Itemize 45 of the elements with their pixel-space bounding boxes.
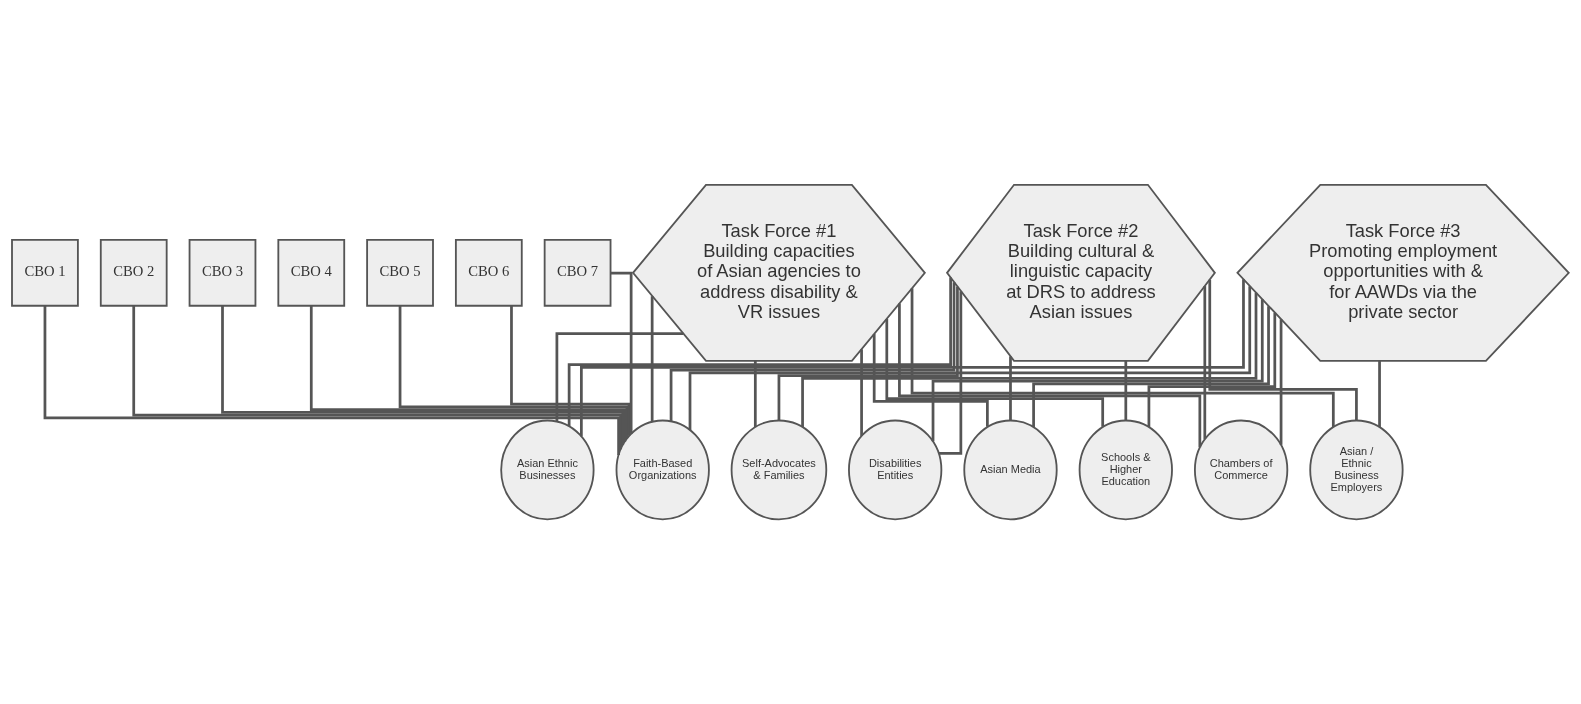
connector — [931, 299, 1264, 442]
connector — [309, 305, 627, 442]
connector — [860, 349, 863, 436]
node-box: CBO 2 — [99, 238, 168, 307]
connector — [510, 305, 631, 436]
connector — [1032, 306, 1270, 427]
node-box: CBO 3 — [188, 238, 257, 307]
connector — [1124, 361, 1128, 421]
node-circle: Asian / Ethnic Business Employers — [1309, 419, 1404, 521]
connector — [669, 282, 956, 422]
node-circle: Schools & Higher Education — [1078, 419, 1173, 521]
connector — [43, 306, 620, 456]
connector — [1208, 279, 1358, 421]
connector — [801, 292, 1258, 428]
node-circle: Faith-Based Organizations — [615, 419, 710, 521]
node-circle: Asian Ethnic Businesses — [500, 419, 595, 521]
node-box: CBO 6 — [454, 238, 523, 307]
node-circle: Asian Media — [963, 419, 1058, 521]
connector — [688, 286, 1252, 430]
connector — [132, 305, 623, 450]
connector — [872, 334, 989, 427]
connector — [1147, 312, 1277, 428]
connector — [777, 286, 959, 421]
connector — [567, 277, 952, 427]
connector — [1279, 319, 1283, 445]
node-circle: Chambers of Commerce — [1194, 419, 1289, 521]
node-circle: Self-Advocates & Families — [730, 419, 828, 521]
connector — [939, 291, 963, 455]
connector — [1378, 361, 1381, 428]
node-box: CBO 1 — [11, 238, 79, 307]
connector — [580, 279, 1245, 437]
node-box: CBO 4 — [277, 238, 346, 307]
connector — [885, 318, 1105, 427]
connector — [398, 305, 629, 439]
node-circle: Disabilities Entities — [848, 419, 943, 521]
connector — [898, 303, 1202, 448]
node-box: CBO 7 — [543, 238, 612, 307]
connector — [1203, 286, 1207, 440]
connector — [753, 361, 757, 428]
connector — [910, 288, 1335, 427]
node-box: CBO 5 — [366, 238, 434, 307]
connector — [555, 332, 684, 422]
connector — [221, 305, 625, 445]
connector — [1009, 356, 1012, 421]
connector — [650, 296, 654, 422]
